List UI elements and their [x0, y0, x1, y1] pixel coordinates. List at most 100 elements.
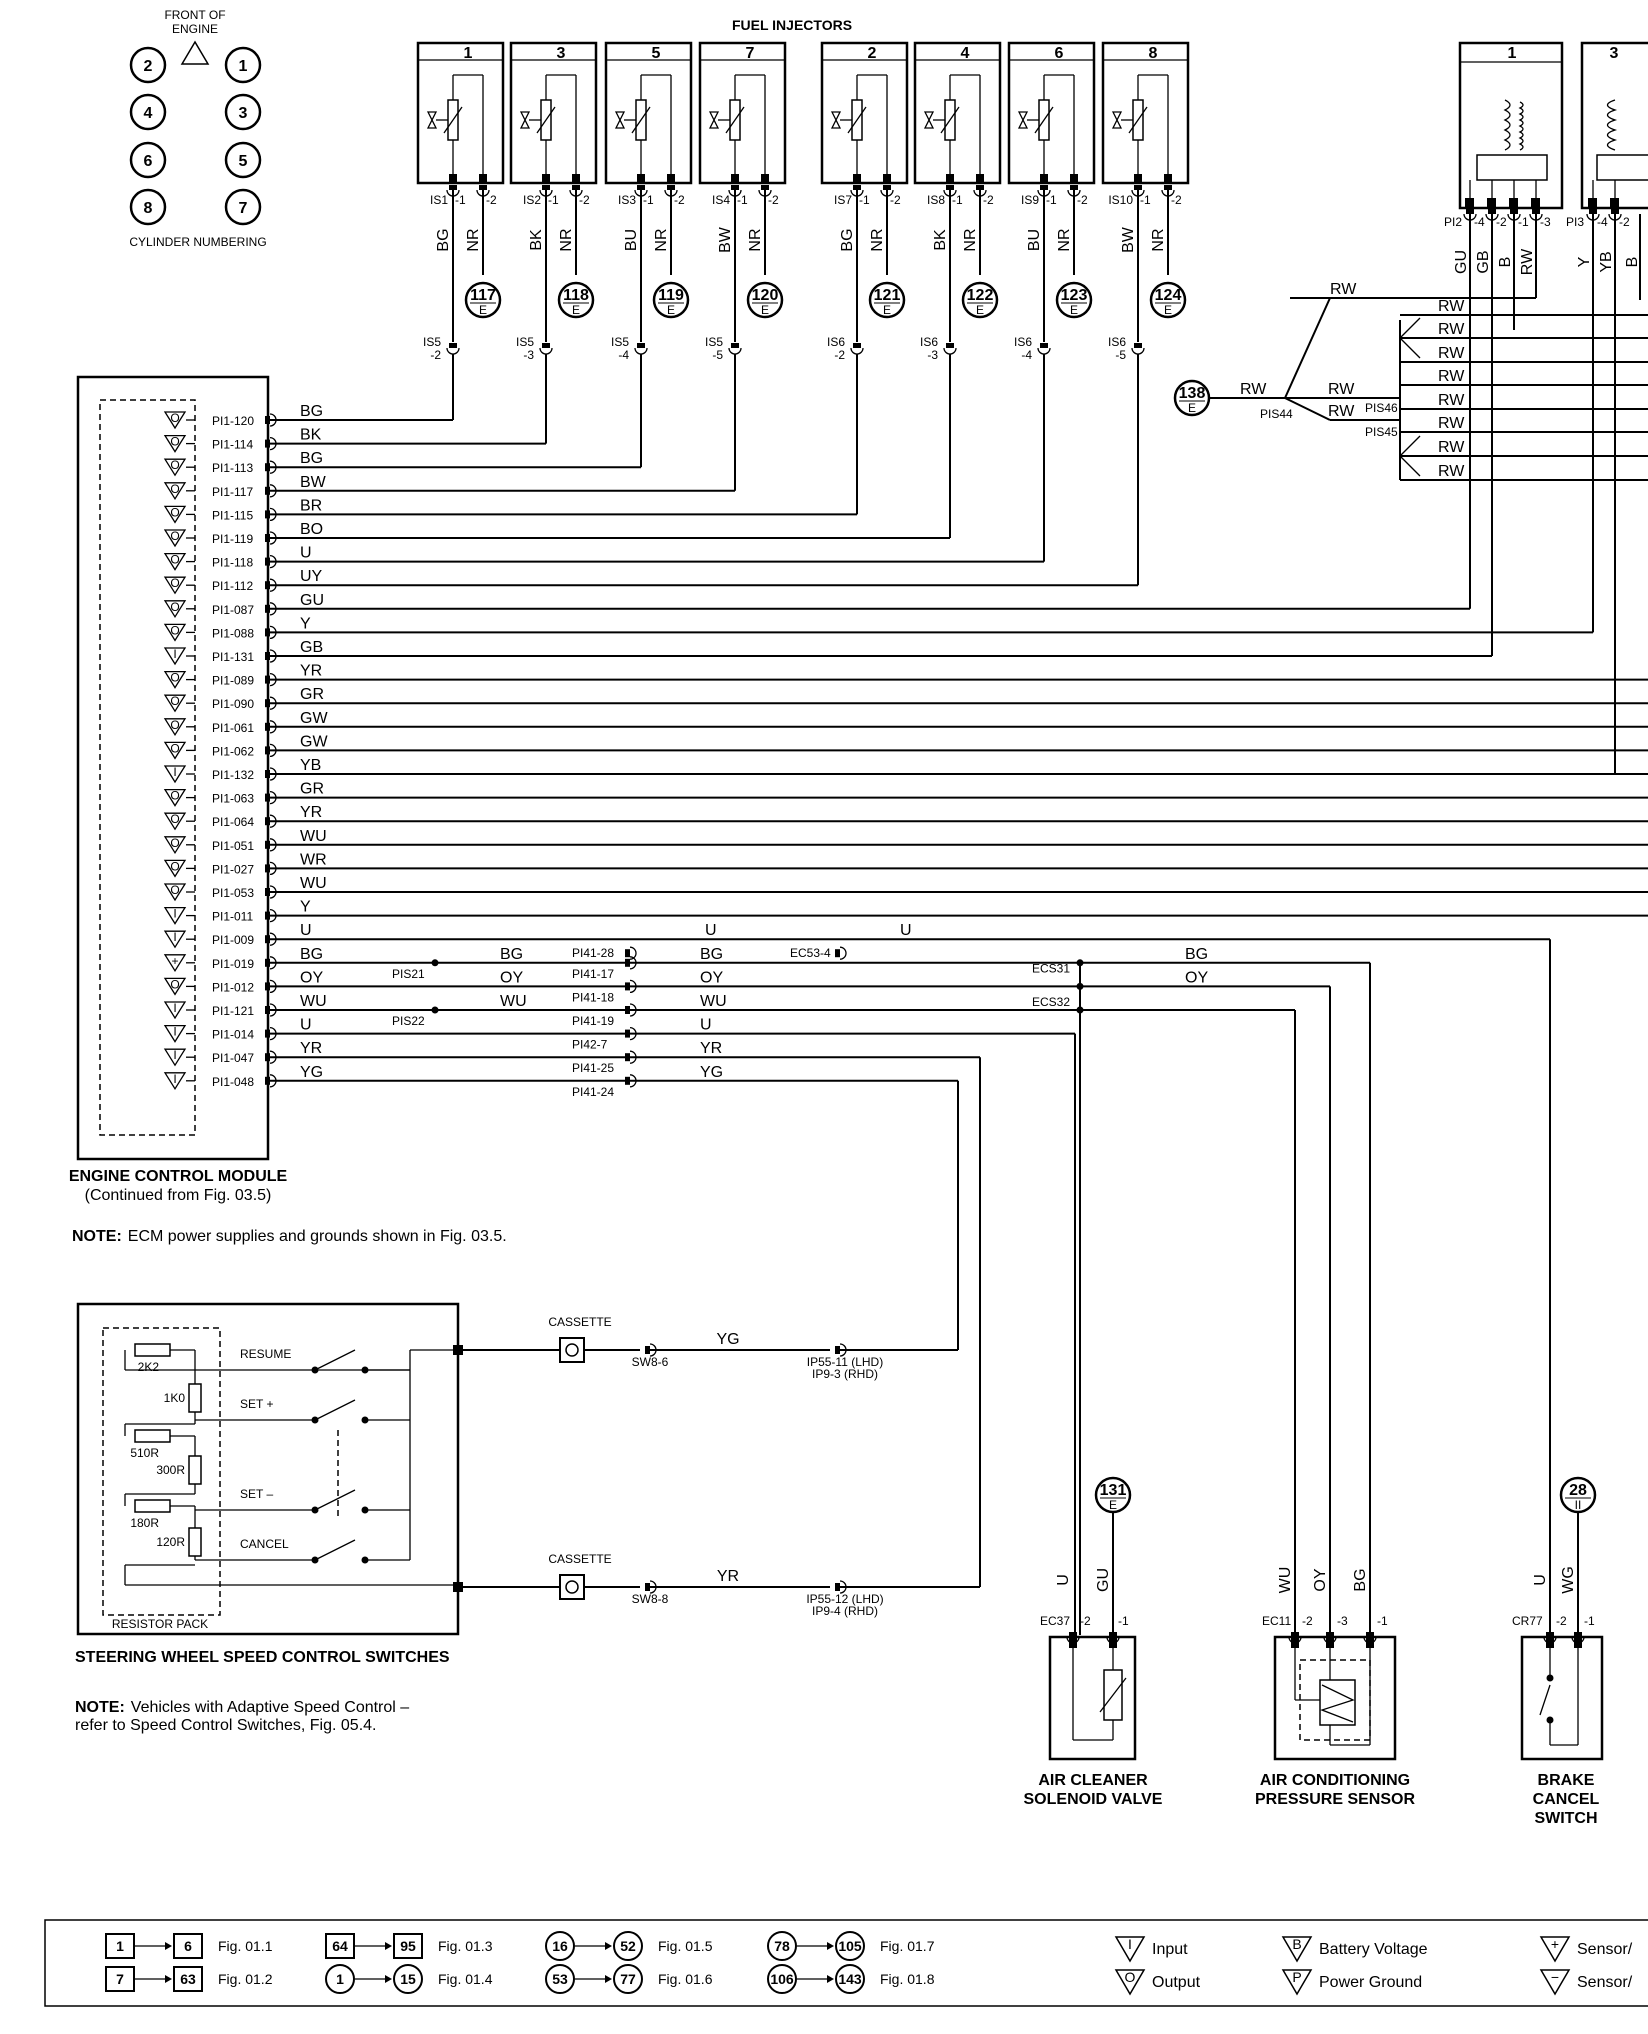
connector-pin [1069, 1632, 1077, 1637]
rw-wire-color: RW [1438, 415, 1465, 432]
brake-title: BRAKE [1538, 1772, 1595, 1789]
pin-symbol-letter: O [170, 694, 179, 708]
ground-circle [1055, 281, 1093, 319]
pin-symbol-letter: O [170, 977, 179, 991]
connector-pin [625, 949, 630, 958]
steering-switch-box [76, 1302, 460, 1636]
connector-socket [629, 956, 637, 970]
pin-label: -3 [1337, 1614, 1348, 1628]
ref-box-icon [105, 1966, 135, 1992]
steering-note-line1: Vehicles with Adaptive Speed Control – [131, 1699, 410, 1716]
ref-number: 1 [336, 1971, 344, 1987]
splice-dot [1076, 1006, 1084, 1014]
ecm-inner-dashed [99, 399, 196, 1136]
ecm-note-bold: NOTE: [72, 1228, 122, 1245]
coil-wire-color: YB [1598, 251, 1615, 272]
injector-box [1007, 41, 1096, 185]
ref-number: 16 [552, 1938, 568, 1954]
resistor-value: 1K0 [164, 1391, 186, 1405]
injector-pin1 [637, 174, 645, 183]
connector-socket [269, 460, 277, 474]
ground-number: 122 [967, 287, 994, 304]
coil-winding-icon [1606, 99, 1618, 151]
switch-label: SET + [240, 1397, 273, 1411]
ac-sensor-conn-id: EC11 [1262, 1614, 1291, 1628]
ecm-pin-id: PI1-064 [212, 815, 254, 829]
splice-pis44: PIS44 [1260, 407, 1293, 421]
symbol-label: Sensor/ [1577, 1974, 1633, 1991]
ecm-wire-color: GU [300, 592, 324, 609]
pi41-28-label: PI41-28 [572, 946, 614, 960]
pin-symbol-letter: O [170, 458, 179, 472]
ecm-pin-connector-icon [265, 602, 277, 616]
injector-pin1-label: -1 [737, 193, 748, 207]
rw-wire-color: RW [1438, 368, 1465, 385]
pin-symbol-letter: O [170, 812, 179, 826]
ecm-wire-color: GW [300, 733, 328, 750]
rw-wire-color: RW [1438, 298, 1465, 315]
ecm-pin-id: PI1-121 [212, 1004, 254, 1018]
coil-box [1458, 41, 1564, 210]
ref-number: 143 [838, 1971, 862, 1987]
sw8-label: SW8-8 [632, 1592, 669, 1606]
pin-triangle [163, 694, 187, 713]
pin-label: -2 [1080, 1614, 1091, 1628]
injector-pin2 [761, 174, 769, 183]
connector-socket [629, 1026, 637, 1041]
ec53-label: EC53-4 [790, 946, 831, 960]
cassette-ring [565, 1580, 579, 1594]
symbol-letter: O [1125, 1969, 1136, 1985]
connector-socket [269, 885, 277, 899]
ref-fig-label: Fig. 01.7 [880, 1938, 935, 1954]
ref-box-icon [173, 1933, 203, 1959]
connector-pin [265, 1029, 270, 1038]
connector-socket [1363, 1636, 1377, 1644]
pin-symbol-letter: O [170, 859, 179, 873]
injector-wire1-color: BW [1120, 226, 1137, 253]
solenoid-diag [725, 106, 745, 134]
connector-socket [269, 814, 277, 828]
connector-socket [1323, 1636, 1337, 1644]
injector-pin2 [883, 174, 891, 183]
connector-pin [1164, 185, 1172, 190]
ecm-pin-symbol-icon: I [163, 765, 187, 784]
connector-pin [265, 675, 270, 684]
connector-socket [943, 347, 957, 355]
ecm-pin-symbol-icon: O [163, 505, 187, 524]
ecm-wire-color: OY [300, 969, 323, 986]
ecm-pin-symbol-icon: O [163, 576, 187, 595]
connector-pin [265, 463, 270, 472]
oy-color: OY [1185, 969, 1208, 986]
steering-note-bold: NOTE: [75, 1699, 125, 1716]
resistor-value: 300R [156, 1463, 185, 1477]
ref-circle-icon [325, 1964, 355, 1994]
rw-splice-diag-bottom [1284, 397, 1331, 421]
coil-connector-id: PI2 [1444, 215, 1462, 229]
pi41-24-connector-icon [625, 1074, 637, 1088]
connector-pin [1070, 185, 1078, 190]
yg-color: YG [700, 1064, 723, 1081]
ecm-wire-color: GR [300, 781, 324, 798]
pin-symbol-letter: O [170, 718, 179, 732]
ref-box-icon [105, 1933, 135, 1959]
injector-connector-id: IS7 [834, 193, 852, 207]
connector-pin [265, 817, 270, 826]
connector-pin [835, 1583, 840, 1591]
injector-splice-id: IS6 [1108, 335, 1126, 349]
injector-splice-connector-icon [1037, 343, 1051, 355]
coil-pin [1487, 198, 1496, 207]
brake-conn-id: CR77 [1512, 1614, 1543, 1628]
ref-number: 7 [116, 1971, 124, 1987]
ref-number: 64 [332, 1938, 348, 1954]
pin-symbol-letter: O [170, 435, 179, 449]
ecm-wire-color: GR [300, 686, 324, 703]
cylinder-number: 7 [239, 200, 248, 217]
pin-triangle [163, 836, 187, 855]
ecm-wire-color: BW [300, 474, 327, 491]
pin-symbol-letter: O [170, 741, 179, 755]
injector-pin2-label: -2 [486, 193, 497, 207]
